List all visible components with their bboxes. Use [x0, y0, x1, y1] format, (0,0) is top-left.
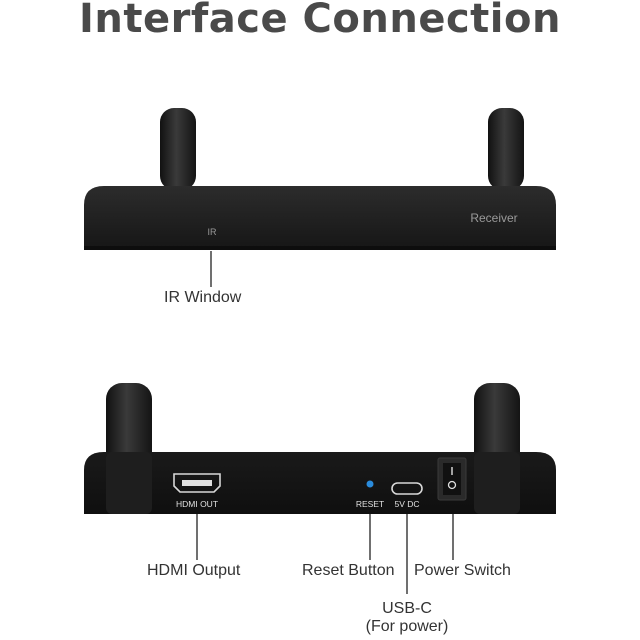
receiver-model-label: Receiver [470, 211, 517, 225]
power-switch [437, 457, 467, 501]
reset-button-callout: Reset Button [302, 562, 395, 579]
left-antenna [160, 108, 196, 190]
usbc-port-marking: 5V DC [394, 499, 419, 509]
reset-led [366, 480, 374, 488]
ir-window-callout: IR Window [164, 289, 242, 306]
usbc-port [391, 482, 423, 495]
usbc-callout-line1: USB-C [382, 600, 432, 617]
reset-port-marking: RESET [356, 499, 384, 509]
receiver-rear-device: HDMI OUT RESET 5V DC [84, 383, 556, 594]
hdmi-port-marking: HDMI OUT [176, 499, 218, 509]
hdmi-port [173, 473, 221, 493]
ir-window-marking: IR [208, 227, 218, 237]
hdmi-output-callout: HDMI Output [147, 562, 241, 579]
receiver-front-device: IR Receiver [84, 108, 556, 287]
right-antenna-base [474, 452, 520, 514]
receiver-body-shadow [84, 246, 556, 250]
right-antenna [488, 108, 524, 190]
power-switch-callout: Power Switch [414, 562, 511, 579]
page-title: Interface Connection [79, 0, 561, 42]
usbc-callout-line2: (For power) [365, 618, 449, 635]
receiver-body [84, 186, 556, 250]
left-antenna-base [106, 452, 152, 514]
